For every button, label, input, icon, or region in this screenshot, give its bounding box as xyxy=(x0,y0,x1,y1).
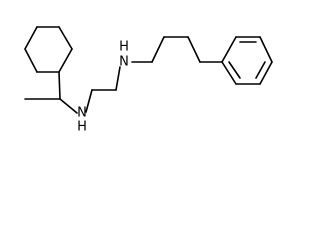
ring-bond xyxy=(221,61,237,85)
chiral-center xyxy=(24,71,78,114)
linker-bond xyxy=(85,89,93,113)
nitrogen-atom-right: N xyxy=(119,55,129,70)
nitrogen-atom-left: N xyxy=(77,106,87,121)
chiral-to-nitrogen-bond xyxy=(59,98,78,114)
hydrogen-atom-right: H xyxy=(119,40,129,55)
ring-bond xyxy=(259,36,273,63)
hydrogen-atom-left: H xyxy=(77,120,87,135)
ring-bond xyxy=(259,61,273,85)
ring-bond xyxy=(24,48,38,73)
structure-canvas: N H H N xyxy=(24,26,273,135)
chain-bond xyxy=(151,36,165,63)
ring-bond xyxy=(58,48,73,73)
molecule-diagram: N H H N xyxy=(24,26,273,135)
nh-group-left: N H xyxy=(77,106,87,135)
aromatic-double-bond xyxy=(255,61,266,79)
cyclohexane-ring xyxy=(24,26,73,73)
butyl-chain xyxy=(131,36,223,63)
ring-bond xyxy=(221,36,237,63)
linker-bond xyxy=(115,66,121,91)
nh-group-right: H N xyxy=(119,40,129,70)
ring-to-chiral-bond xyxy=(58,71,61,100)
chain-bond xyxy=(187,36,201,63)
ethylene-linker xyxy=(85,66,121,113)
benzene-ring xyxy=(221,36,273,85)
ring-bond xyxy=(58,26,73,50)
ring-bond xyxy=(24,26,38,50)
aromatic-double-bond xyxy=(228,61,241,79)
